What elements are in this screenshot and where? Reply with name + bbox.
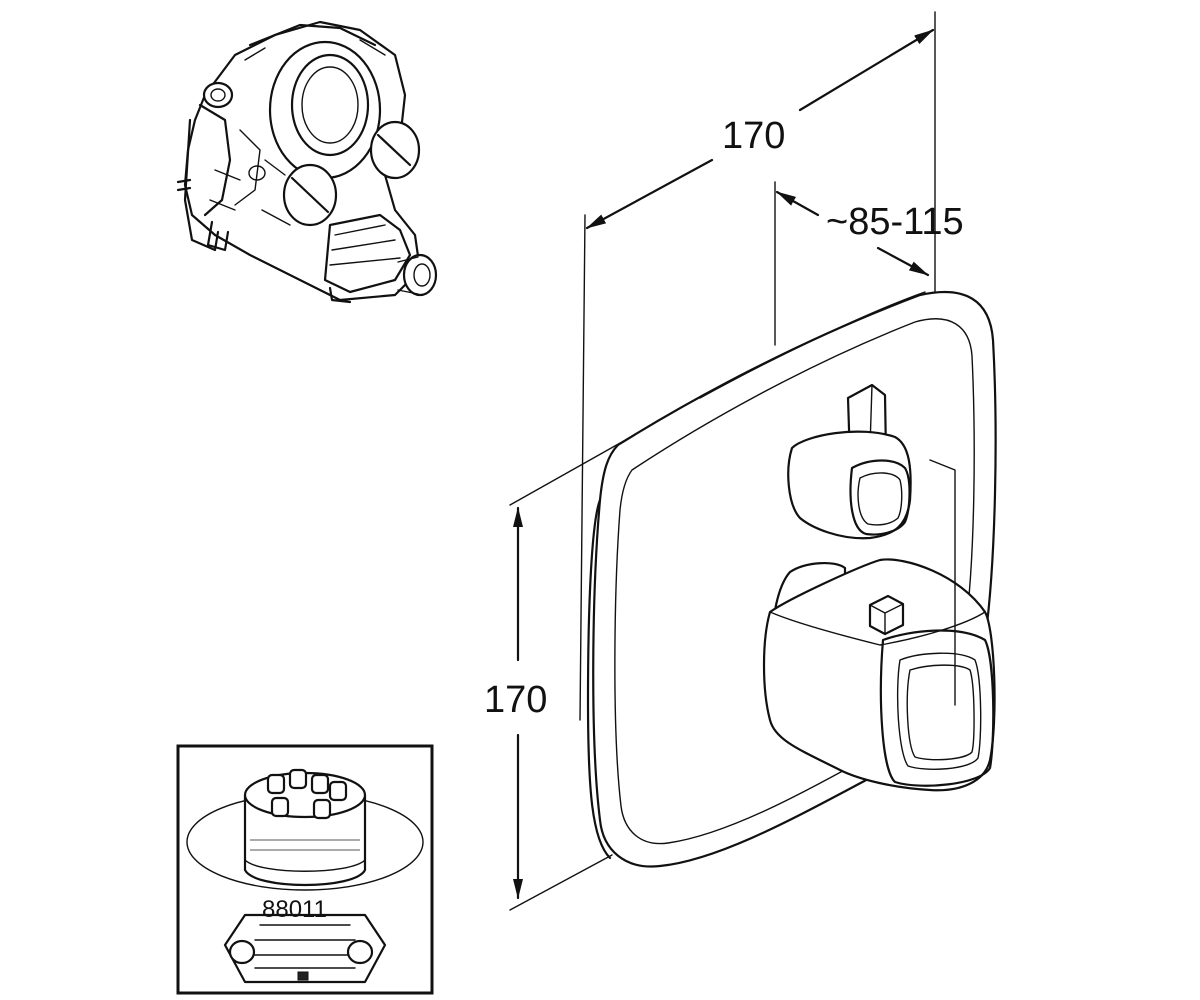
width-arrow-left <box>585 158 714 230</box>
trim-plate-illustration <box>586 290 997 868</box>
height-dimension-label: 170 <box>484 679 547 721</box>
height-dimension: 170 <box>484 397 701 911</box>
width-dimension-label: 170 <box>722 115 785 157</box>
valve-body-illustration <box>176 20 438 304</box>
diverter-knob <box>787 383 912 540</box>
inset-box: 88011 <box>176 744 434 995</box>
width-arrow-right <box>798 28 935 112</box>
test-plug-stubs <box>266 768 348 820</box>
part-number-label: 88011 <box>262 896 327 923</box>
depth-dimension-label: ~85-115 <box>826 201 964 243</box>
thermostat-handle <box>762 558 996 792</box>
depth-arrow-right <box>876 246 930 277</box>
height-extension-line-bottom <box>509 854 613 911</box>
depth-arrow-left <box>775 190 820 217</box>
width-dimension: 170 <box>579 11 936 721</box>
width-extension-line-left <box>579 214 586 721</box>
depth-dimension: ~85-115 <box>774 181 964 346</box>
